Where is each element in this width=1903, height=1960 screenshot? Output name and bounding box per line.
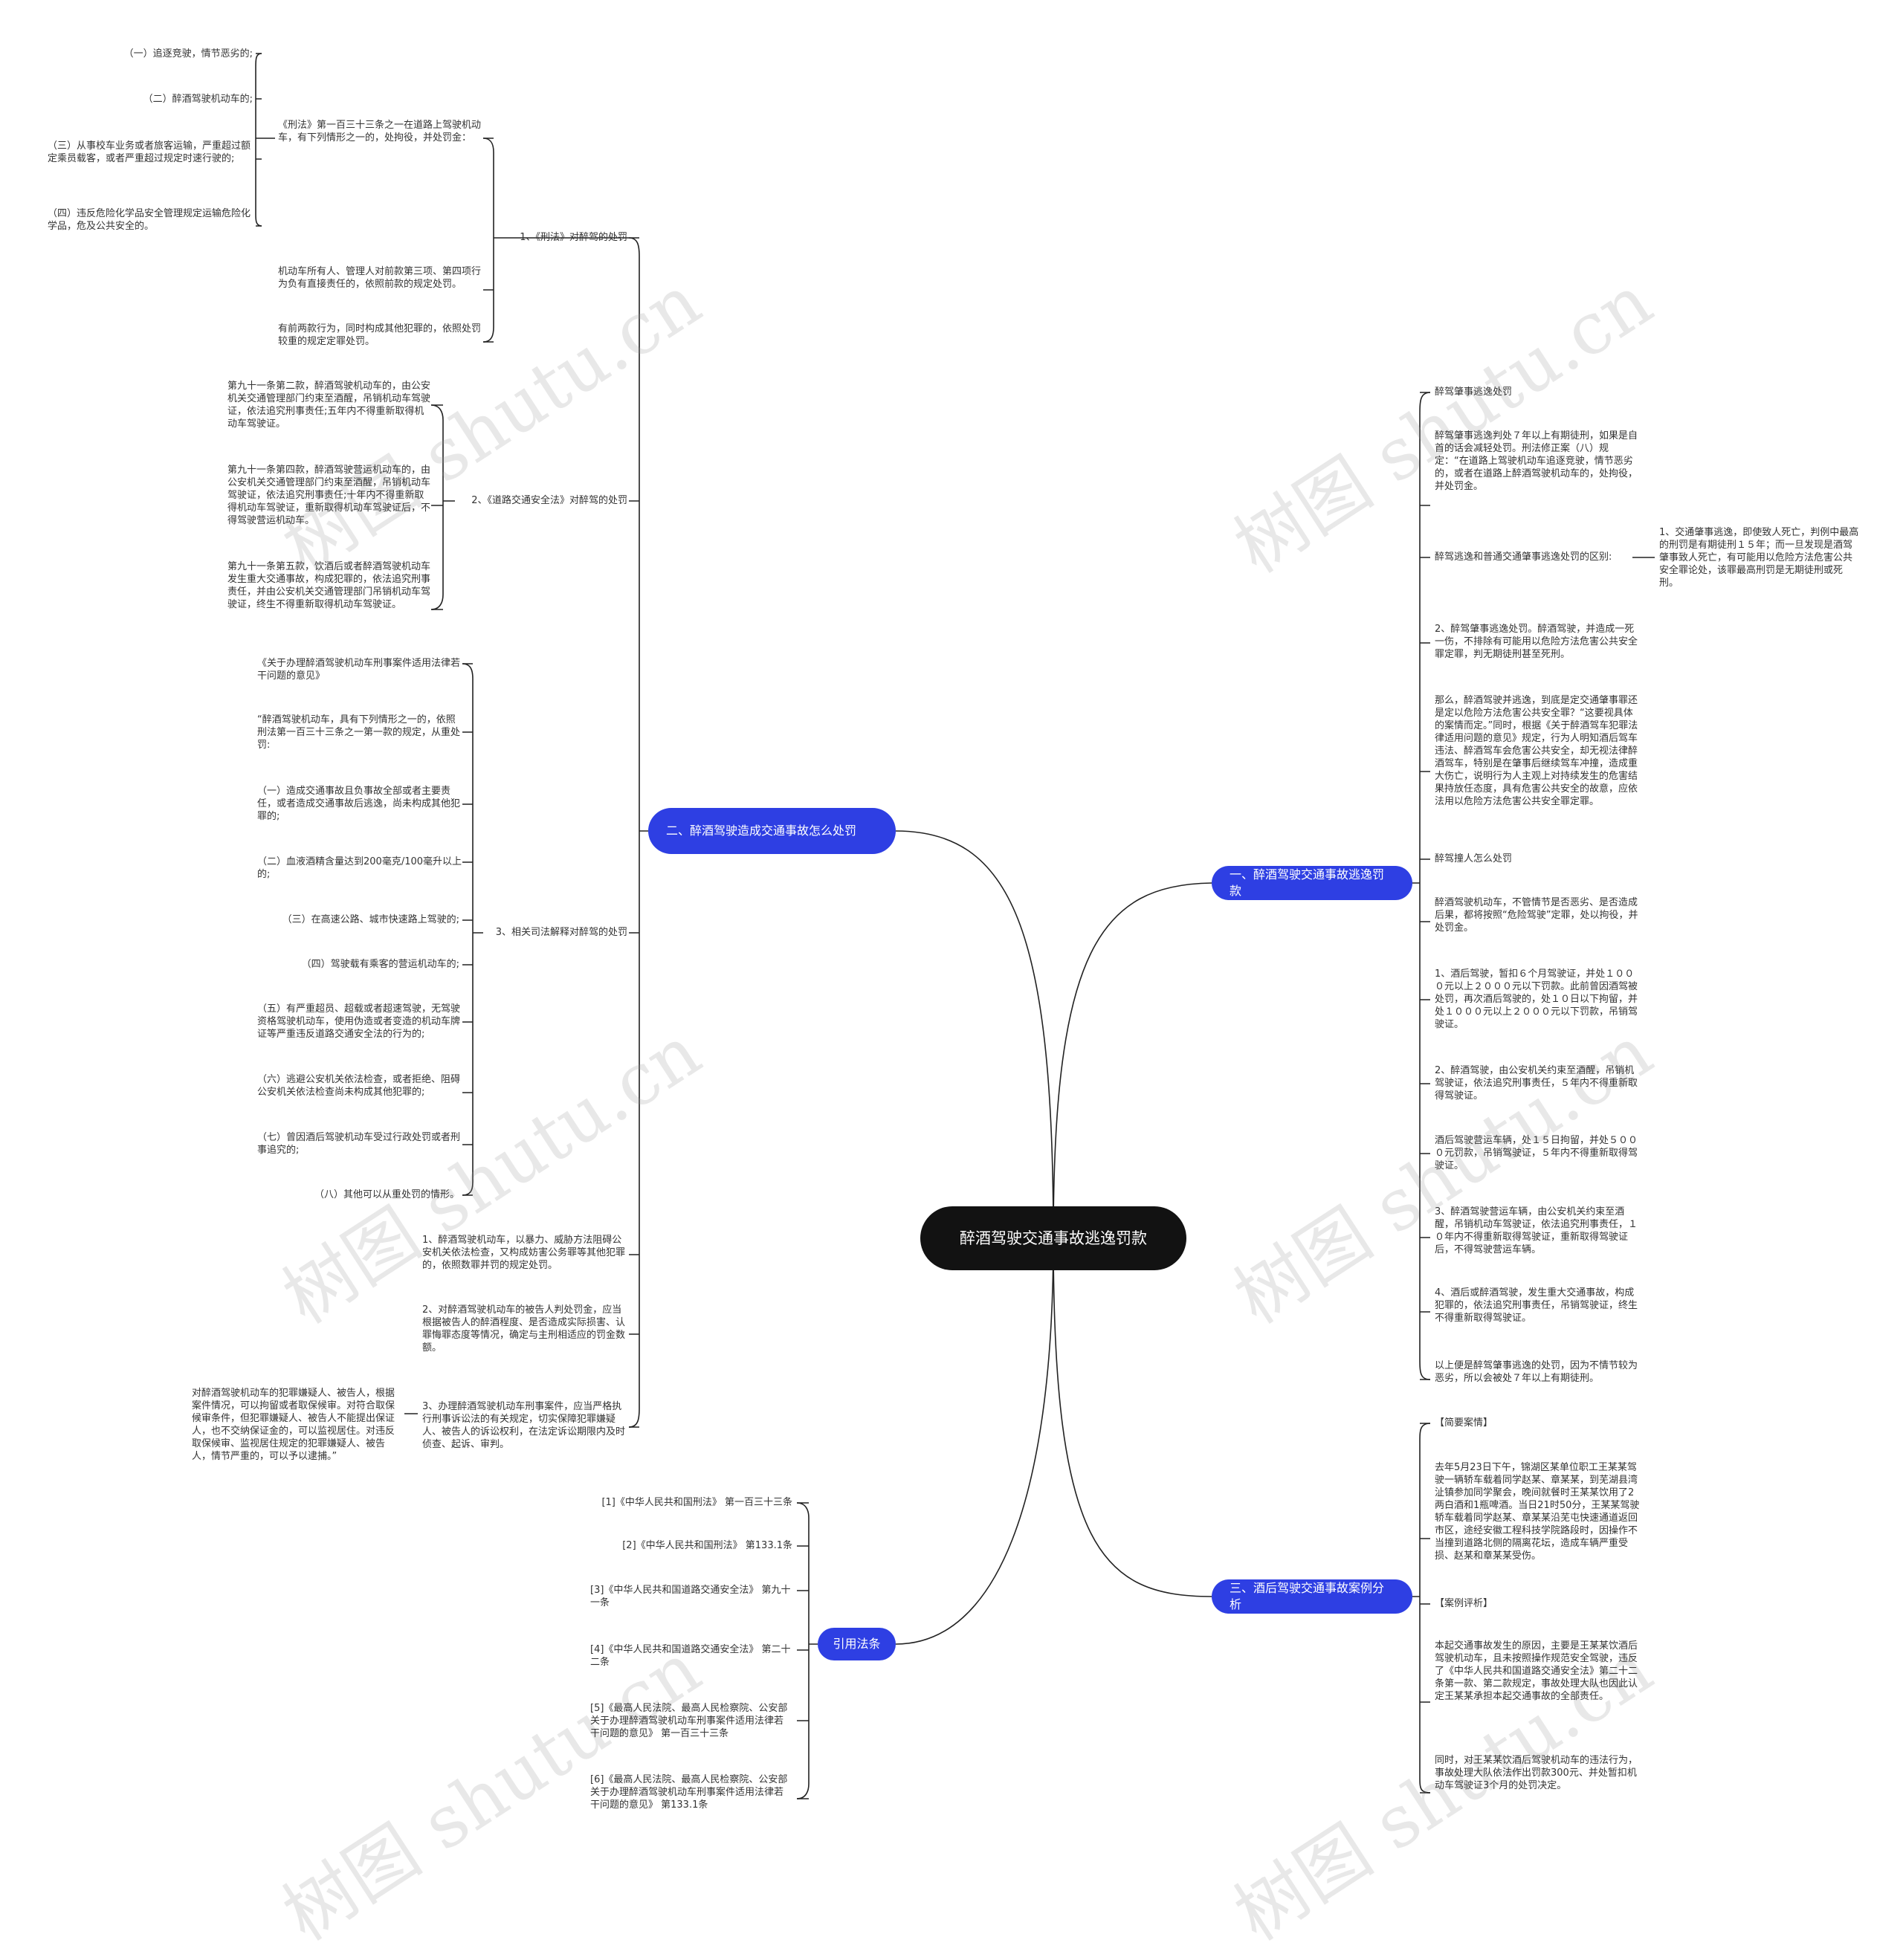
b2-item[interactable]: （一）造成交通事故且负事故全部或者主要责任，或者造成交通事故后逃逸，尚未构成其他…	[257, 786, 461, 822]
b2-item[interactable]: 2、对醉酒驾驶机动车的被告人判处罚金，应当根据被告人的醉酒程度、是否造成实际损害…	[422, 1304, 626, 1353]
b2-item[interactable]: （三）从事校车业务或者旅客运输，严重超过额定乘员载客，或者严重超过规定时速行驶的…	[48, 140, 251, 164]
b2-item[interactable]: 有前两款行为，同时构成其他犯罪的，依照处罚较重的规定定罪处罚。	[278, 323, 482, 347]
b1-item[interactable]: 2、醉驾肇事逃逸处罚。醉酒驾驶，并造成一死一伤，不排除有可能用以危险方法危害公共…	[1435, 624, 1638, 660]
b2-item[interactable]: “醉酒驾驶机动车，具有下列情形之一的，依照刑法第一百三十三条之一第一款的规定，从…	[257, 714, 461, 751]
edge-b1-bracket	[1412, 392, 1431, 1380]
branch-node-3[interactable]: 三、酒后驾驶交通事故案例分析	[1212, 1579, 1412, 1614]
b2-item[interactable]: 《关于办理醉酒驾驶机动车刑事案件适用法律若干问题的意见》	[257, 658, 461, 682]
b2-item[interactable]: （一）追逐竞驶，情节恶劣的;	[123, 48, 253, 59]
b2-item[interactable]: 第九十一条第二款，醉酒驾驶机动车的，由公安机关交通管理部门约束至酒醒，吊销机动车…	[227, 381, 431, 430]
branch-node-4[interactable]: 引用法条	[818, 1628, 896, 1660]
b1-item[interactable]: 醉驾肇事逃逸判处７年以上有期徒刑，如果是自首的话会减轻处罚。刑法修正案（八）规定…	[1435, 430, 1638, 492]
branch-node-2[interactable]: 二、醉酒驾驶造成交通事故怎么处罚	[648, 808, 896, 854]
b2-item[interactable]: （二）醉酒驾驶机动车的;	[143, 94, 253, 105]
root-node[interactable]: 醉酒驾驶交通事故逃逸罚款	[920, 1206, 1186, 1270]
b2-item[interactable]: 3、办理醉酒驾驶机动车刑事案件，应当严格执行刑事诉讼法的有关规定，切实保障犯罪嫌…	[422, 1401, 626, 1450]
b1-item[interactable]: 2、醉酒驾驶，由公安机关约束至酒醒，吊销机驾驶证，依法追究刑事责任，５年内不得重…	[1435, 1065, 1638, 1102]
b1-item[interactable]: 1、交通肇事逃逸，即使致人死亡，判例中最高的刑罚是有期徒刑１５年；而一旦发现是酒…	[1659, 527, 1859, 589]
b2-item[interactable]: （六）逃避公安机关依法检查，或者拒绝、阻碍公安机关依法检查尚未构成其他犯罪的;	[257, 1074, 461, 1098]
b2-item[interactable]: （四）驾驶载有乘客的营运机动车的;	[301, 959, 459, 970]
b2-item[interactable]: （五）有严重超员、超载或者超速驾驶，无驾驶资格驾驶机动车，使用伪造或者变造的机动…	[257, 1003, 461, 1040]
b2-item[interactable]: （四）违反危险化学品安全管理规定运输危险化学品，危及公共安全的。	[48, 208, 251, 232]
b2-item[interactable]: 《刑法》第一百三十三条之一在道路上驾驶机动车，有下列情形之一的，处拘役，并处罚金…	[278, 120, 482, 143]
branch-label: 二、醉酒驾驶造成交通事故怎么处罚	[666, 824, 857, 838]
mindmap-connectors	[255, 53, 1655, 1799]
b2-section-label[interactable]: 2、《道路交通安全法》对醉驾的处罚	[471, 495, 627, 506]
b1-item[interactable]: 酒后驾驶营运车辆，处１５日拘留，并处５０００元罚款，吊销驾驶证，５年内不得重新取…	[1435, 1135, 1638, 1171]
b3-item[interactable]: 去年5月23日下午，锦湖区某单位职工王某某驾驶一辆轿车载着同学赵某、章某某，到芜…	[1435, 1462, 1640, 1562]
edge-root-b3	[1053, 1238, 1212, 1597]
branch-label: 三、酒后驾驶交通事故案例分析	[1230, 1581, 1385, 1611]
citation-item[interactable]: [5]《最高人民法院、最高人民检察院、公安部关于办理醉酒驾驶机动车刑事案件适用法…	[590, 1703, 788, 1739]
b2-item[interactable]: 1、醉酒驾驶机动车，以暴力、威胁方法阻碍公安机关依法检查，又构成妨害公务罪等其他…	[422, 1235, 626, 1271]
b2-item[interactable]: 第九十一条第四款，醉酒驾驶营运机动车的，由公安机关交通管理部门约束至酒醒，吊销机…	[227, 465, 431, 526]
b2-section-label[interactable]: 1、《刑法》对醉驾的处罚	[520, 232, 627, 243]
b2-item[interactable]: 机动车所有人、管理人对前款第三项、第四项行为负有直接责任的，依照前款的规定处罚。	[278, 266, 482, 290]
b3-item[interactable]: 【简要案情】	[1435, 1417, 1493, 1429]
citation-item[interactable]: [4]《中华人民共和国道路交通安全法》 第二十二条	[590, 1644, 791, 1668]
citation-item[interactable]: [3]《中华人民共和国道路交通安全法》 第九十一条	[590, 1585, 791, 1608]
b1-item[interactable]: 1、酒后驾驶，暂扣６个月驾驶证，并处１０００元以上２０００元以下罚款。此前曾因酒…	[1435, 968, 1638, 1030]
b2-item[interactable]: 第九十一条第五款，饮酒后或者醉酒驾驶机动车发生重大交通事故，构成犯罪的，依法追究…	[227, 561, 431, 610]
b1-item[interactable]: 3、醉酒驾驶营运车辆，由公安机关约束至酒醒，吊销机动车驾驶证，依法追究刑事责任，…	[1435, 1206, 1638, 1255]
branch-label: 一、醉酒驾驶交通事故逃逸罚款	[1230, 867, 1385, 898]
b2-item[interactable]: 对醉酒驾驶机动车的犯罪嫌疑人、被告人，根据案件情况，可以拘留或者取保候审。对符合…	[192, 1388, 395, 1462]
edge-root-b1	[1053, 882, 1212, 1239]
branch-label: 引用法条	[833, 1637, 881, 1651]
edge-root-b2	[895, 830, 1054, 1239]
b1-item[interactable]: 醉酒驾驶机动车，不管情节是否恶劣、是否造成后果，都将按照“危险驾驶”定罪，处以拘…	[1435, 897, 1638, 934]
root-label: 醉酒驾驶交通事故逃逸罚款	[960, 1229, 1147, 1247]
b2-section-label[interactable]: 3、相关司法解释对醉驾的处罚	[495, 927, 627, 938]
b1-item[interactable]: 4、酒后或醉酒驾驶，发生重大交通事故，构成犯罪的，依法追究刑事责任，吊销驾驶证，…	[1435, 1287, 1638, 1324]
citation-item[interactable]: [2]《中华人民共和国刑法》 第133.1条	[622, 1540, 792, 1551]
edge-root-b4	[895, 1238, 1054, 1645]
b3-item[interactable]: 同时，对王某某饮酒后驾驶机动车的违法行为，事故处理大队依法作出罚款300元、并处…	[1435, 1755, 1638, 1791]
b3-item[interactable]: 【案例评析】	[1435, 1598, 1493, 1609]
citation-item[interactable]: [1]《中华人民共和国刑法》 第一百三十三条	[601, 1497, 792, 1508]
b2-item[interactable]: （二）血液酒精含量达到200毫克/100毫升以上的;	[257, 856, 462, 880]
branch-node-1[interactable]: 一、醉酒驾驶交通事故逃逸罚款	[1212, 866, 1412, 900]
b1-item[interactable]: 以上便是醉驾肇事逃逸的处罚，因为不情节较为恶劣，所以会被处７年以上有期徒刑。	[1435, 1360, 1638, 1384]
b1-item[interactable]: 醉驾撞人怎么处罚	[1435, 853, 1513, 864]
b3-item[interactable]: 本起交通事故发生的原因，主要是王某某饮酒后驾驶机动车，且未按照操作规范安全驾驶，…	[1435, 1640, 1638, 1702]
b1-item[interactable]: 那么，醉酒驾驶并逃逸，到底是定交通肇事罪还是定以危险方法危害公共安全罪？“这要视…	[1435, 695, 1638, 807]
citation-item[interactable]: [6]《最高人民法院、最高人民检察院、公安部关于办理醉酒驾驶机动车刑事案件适用法…	[590, 1774, 788, 1811]
b1-item[interactable]: 醉驾逃逸和普通交通肇事逃逸处罚的区别:	[1435, 552, 1612, 563]
b2-item[interactable]: （七）曾因酒后驾驶机动车受过行政处罚或者刑事追究的;	[257, 1132, 461, 1156]
b1-item[interactable]: 醉驾肇事逃逸处罚	[1435, 386, 1513, 398]
b2-item[interactable]: （三）在高速公路、城市快速路上驾驶的;	[282, 914, 459, 925]
b2-item[interactable]: （八）其他可以从重处罚的情形。	[314, 1189, 459, 1200]
